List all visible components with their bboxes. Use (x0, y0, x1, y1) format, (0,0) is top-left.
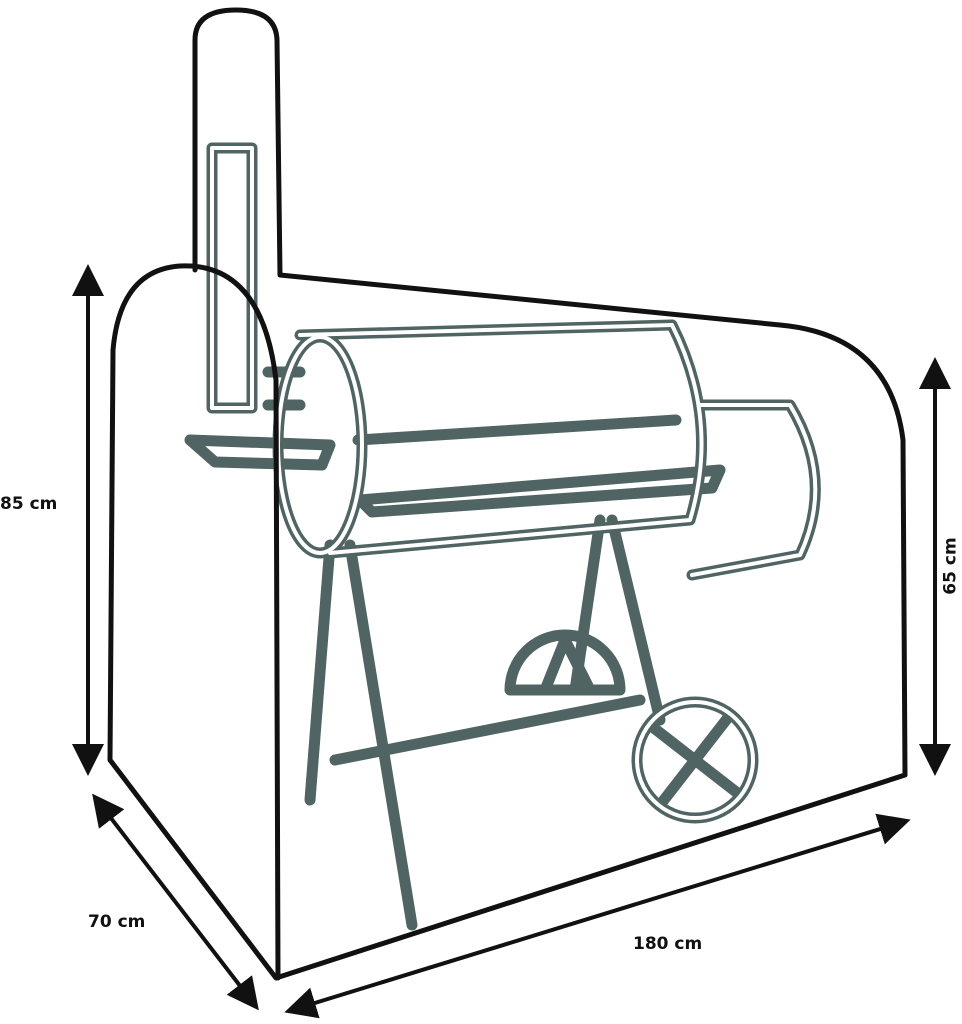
depth-label: 70 cm (88, 912, 146, 932)
cover-outline (107, 7, 908, 981)
dimension-arrows (72, 264, 951, 1019)
depth-arrow (92, 793, 259, 1011)
width-label: 180 cm (633, 934, 703, 954)
height-front-label: 85 cm (0, 494, 58, 514)
width-arrow (284, 813, 911, 1019)
grill-inner-lines (210, 146, 818, 820)
height-back-label: 65 cm (940, 537, 961, 595)
grill-illustration (184, 142, 821, 931)
